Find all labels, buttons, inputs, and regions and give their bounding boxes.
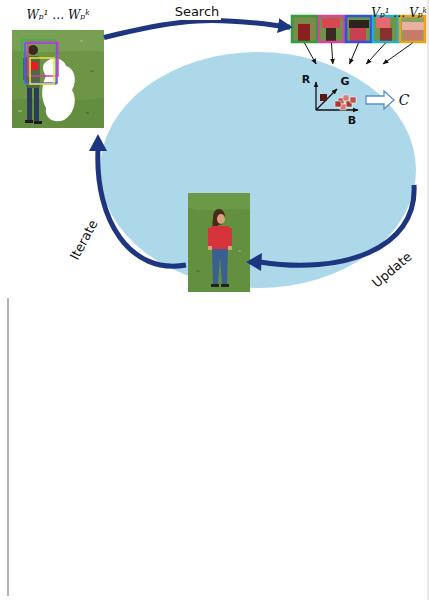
- cycle-arrows: [89, 134, 414, 271]
- patch-arrows: [305, 43, 413, 64]
- arc-label: Iterate: [67, 217, 101, 263]
- math-label: Wₚ¹ … Wₚᵏ: [26, 8, 89, 23]
- cycle-ellipse: [100, 52, 416, 288]
- output-label: C: [399, 92, 410, 109]
- axis-label: G: [340, 75, 349, 88]
- math-label: Vₚ¹ … Vₚᵏ: [371, 6, 427, 21]
- axis-label: R: [302, 73, 310, 86]
- border-line: [7, 298, 9, 596]
- arc-label: Update: [369, 249, 415, 291]
- search-arrow: [104, 20, 290, 37]
- rgb-axes: [316, 82, 394, 110]
- result-photo: [188, 193, 250, 292]
- frame-image: Wₚ¹ … Wₚᵏ: [12, 4, 104, 128]
- frame-photo: [12, 30, 104, 128]
- axis-label: B: [348, 114, 356, 127]
- patch-strip: Vₚ¹ … Vₚᵏ: [290, 2, 427, 44]
- border-line: [428, 0, 429, 600]
- arrow-label: Search: [173, 4, 222, 20]
